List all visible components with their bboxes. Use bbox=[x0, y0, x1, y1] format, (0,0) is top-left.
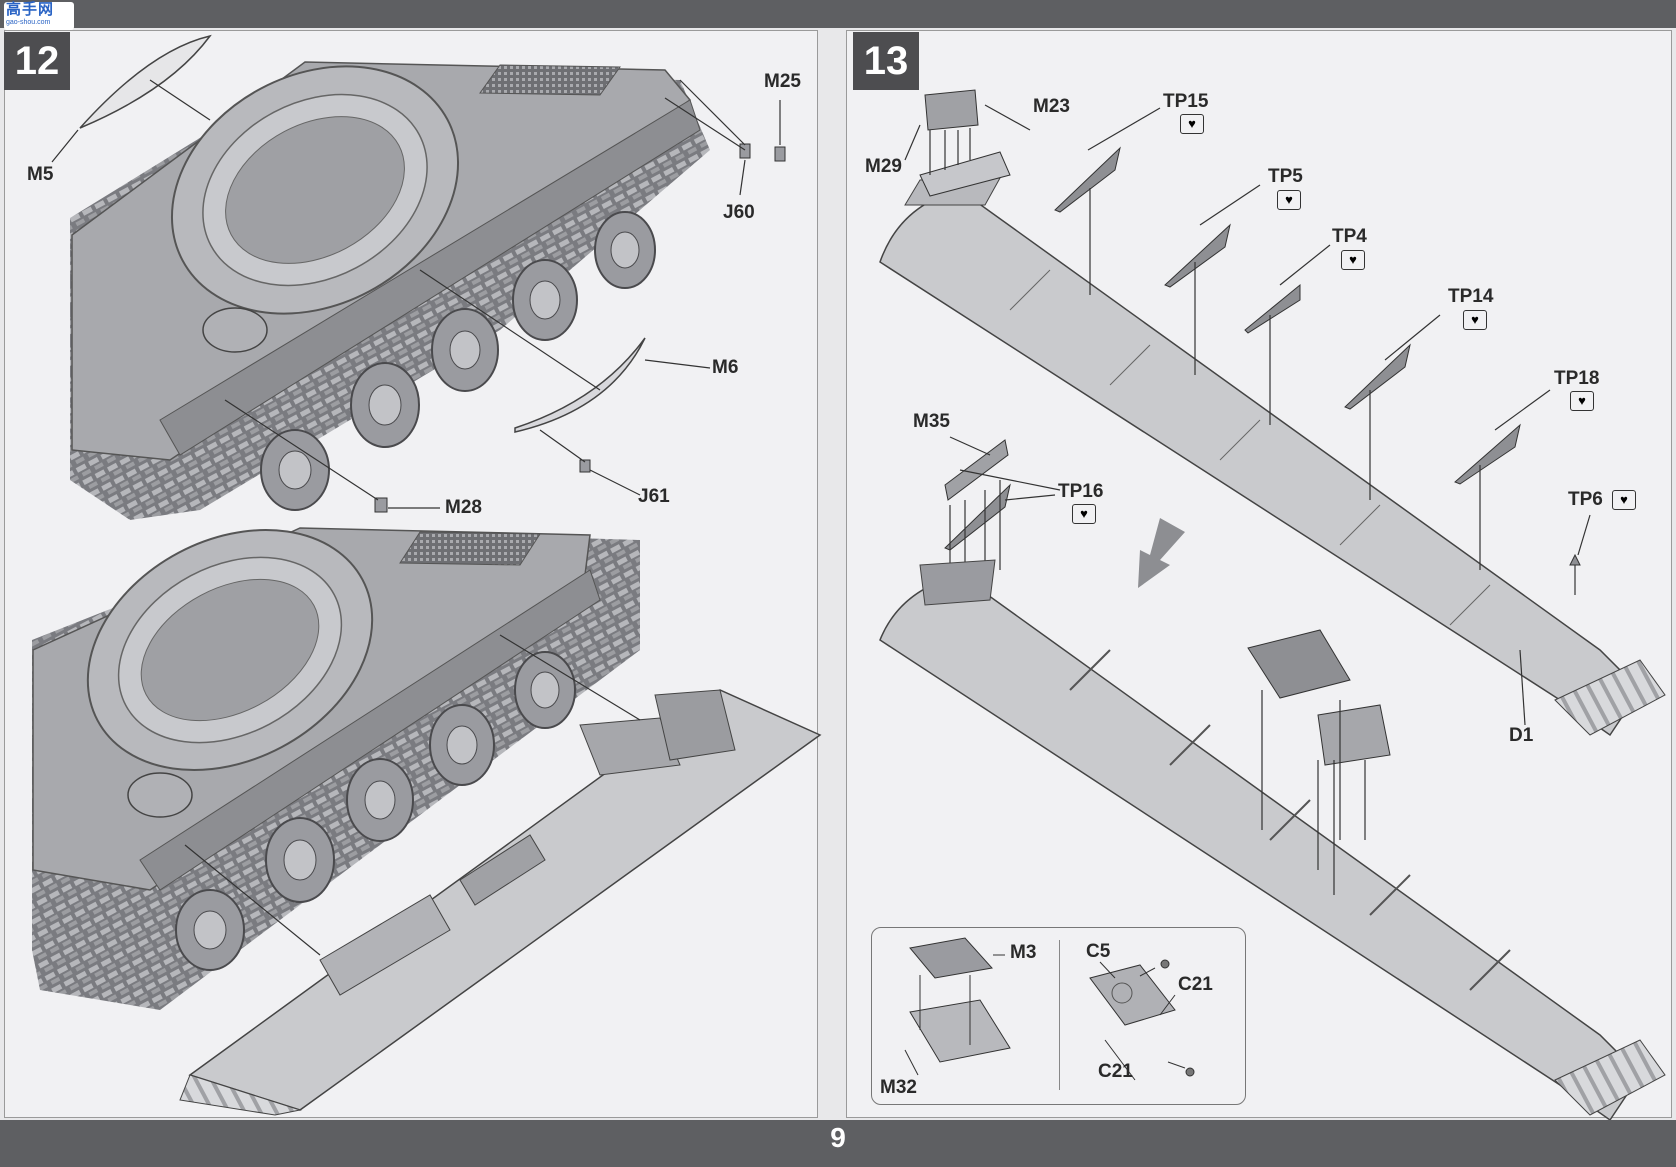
paint-callout-icon: ♥ bbox=[1612, 490, 1636, 510]
label-m32: M32 bbox=[880, 1077, 917, 1098]
label-c5: C5 bbox=[1086, 941, 1111, 962]
part-m29-m23 bbox=[919, 89, 1011, 197]
step-12-badge: 12 bbox=[4, 32, 70, 90]
subassembly-divider bbox=[1059, 940, 1060, 1090]
label-m28: M28 bbox=[445, 497, 482, 518]
top-bar bbox=[0, 0, 1676, 28]
paint-callout-icon: ♥ bbox=[1277, 190, 1301, 210]
label-c21-bottom: C21 bbox=[1098, 1061, 1133, 1082]
label-m5: M5 bbox=[27, 164, 54, 185]
paint-callout-icon: ♥ bbox=[1072, 504, 1096, 524]
label-tp6: TP6 bbox=[1568, 489, 1603, 510]
tank-hull-bottom bbox=[32, 527, 640, 1010]
step-13-badge: 13 bbox=[853, 32, 919, 90]
subassembly-m3-m32 bbox=[904, 937, 1011, 1076]
tank-hull-top bbox=[70, 61, 710, 520]
watermark-logo: 高手网 gao-shou.com bbox=[4, 2, 74, 30]
fender-d1-upper bbox=[879, 177, 1666, 737]
paint-callout-icon: ♥ bbox=[1341, 250, 1365, 270]
part-m6 bbox=[514, 337, 646, 433]
label-j60: J60 bbox=[723, 202, 755, 223]
label-tp5: TP5 bbox=[1268, 166, 1303, 187]
label-tp14: TP14 bbox=[1448, 286, 1494, 307]
label-d1: D1 bbox=[1509, 725, 1534, 746]
photo-etch-parts bbox=[944, 146, 1581, 566]
label-c21-top: C21 bbox=[1178, 974, 1213, 995]
subassembly-box bbox=[871, 927, 1246, 1105]
fender-d1-lower bbox=[879, 559, 1666, 1122]
label-tp4: TP4 bbox=[1332, 226, 1367, 247]
page-number: 9 bbox=[830, 1122, 846, 1153]
label-j61: J61 bbox=[638, 486, 670, 507]
label-tp16: TP16 bbox=[1058, 481, 1104, 502]
paint-callout-icon: ♥ bbox=[1570, 391, 1594, 411]
paint-callout-icon: ♥ bbox=[1180, 114, 1204, 134]
arrow-down-icon bbox=[1138, 518, 1185, 588]
bottom-bar bbox=[0, 1120, 1676, 1167]
label-m6: M6 bbox=[712, 357, 739, 378]
subassembly-c5-c21 bbox=[1089, 959, 1195, 1081]
label-tp18: TP18 bbox=[1554, 368, 1600, 389]
label-tp15: TP15 bbox=[1163, 91, 1209, 112]
label-m29: M29 bbox=[865, 156, 902, 177]
label-m23: M23 bbox=[1033, 96, 1070, 117]
label-m35: M35 bbox=[913, 411, 950, 432]
fender-assembly-step12 bbox=[179, 689, 822, 1116]
part-m5 bbox=[79, 34, 212, 129]
label-m25: M25 bbox=[764, 71, 801, 92]
part-m35 bbox=[944, 439, 1009, 501]
paint-callout-icon: ♥ bbox=[1463, 310, 1487, 330]
label-m3: M3 bbox=[1010, 942, 1037, 963]
